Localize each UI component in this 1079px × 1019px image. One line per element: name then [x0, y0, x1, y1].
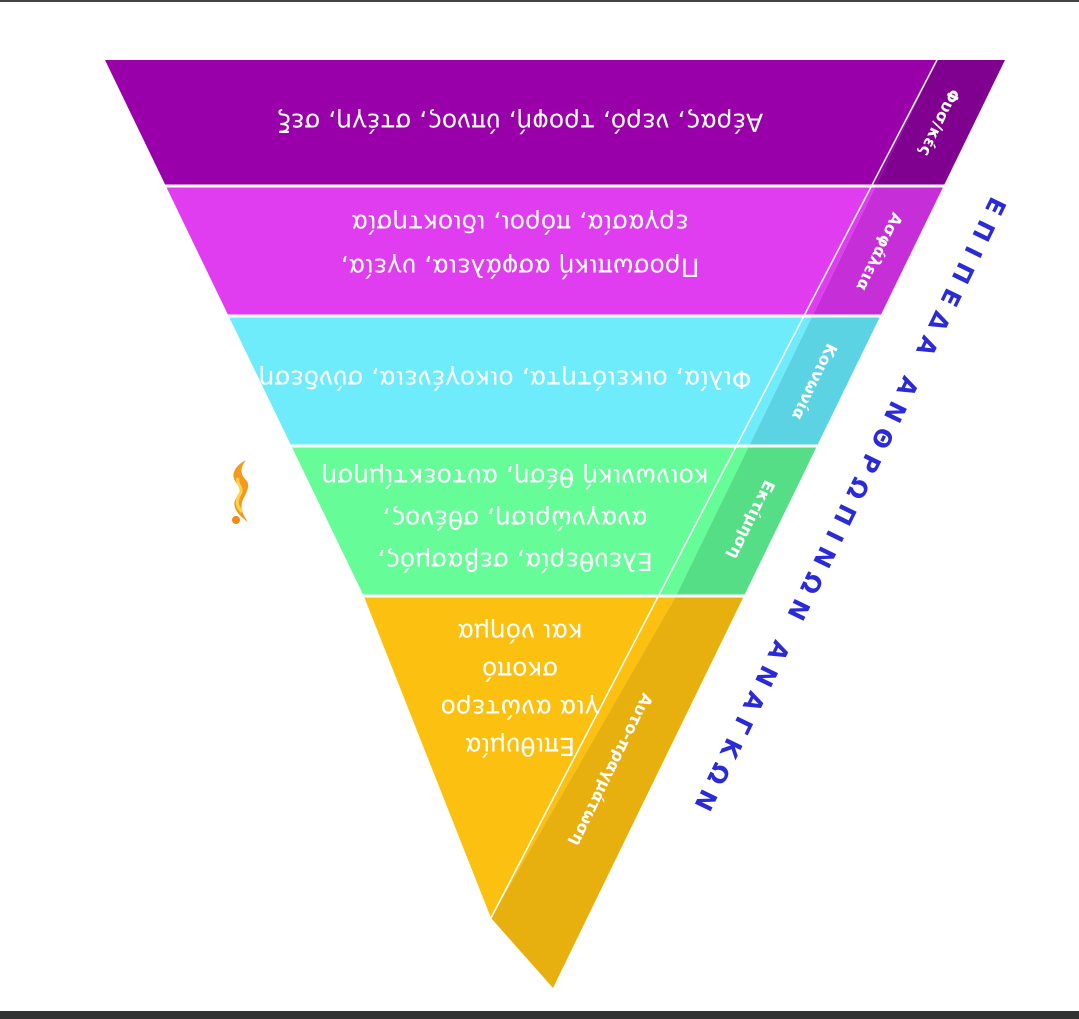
level-band: [165, 186, 876, 316]
level-description: Ελευθερία, σεβασμός,: [377, 547, 653, 576]
level-description: Επιθυμία: [465, 732, 575, 761]
level-band: [363, 596, 676, 918]
level-label-strip: [675, 446, 817, 596]
bottom-bar: [0, 1011, 1079, 1019]
label-divider: [490, 59, 938, 919]
level-description: κοινωνική θέση, αυτοεκτίμηση: [321, 463, 708, 492]
level-2: Προσωπική ασφάλεια, υγεία, εργασία, πόροι…: [165, 186, 944, 316]
level-band: [291, 446, 750, 596]
level-label-strip: [491, 596, 744, 988]
level-description: Φιλία, οικειότητα, οικογένεια, σύνδεση: [258, 365, 751, 394]
level-label-strip: [749, 316, 881, 446]
level-4: Ελευθερία, σεβασμός, αναγνώριση, σθένος, κ…: [291, 446, 817, 596]
level-band: [228, 316, 813, 446]
level-description: εργασία, πόροι, ιδιοκτησία: [351, 209, 688, 238]
level-band: [105, 60, 937, 186]
level-label-strip: [875, 60, 1005, 186]
level-description: σκοπό: [482, 656, 558, 685]
level-description: και νόημα: [457, 618, 582, 647]
level-description: Αέρας, νερό, τροφή, ύπνος, στέγη, σεξ: [277, 108, 763, 137]
flame-logo-icon: [232, 460, 249, 524]
level-description: Προσωπική ασφάλεια, υγεία,: [341, 253, 700, 282]
level-description: για ανώτερο: [441, 694, 600, 723]
level-description: αναγνώριση, σθένος,: [382, 505, 647, 534]
level-label-strip: [812, 186, 944, 316]
top-border: [0, 0, 1079, 2]
